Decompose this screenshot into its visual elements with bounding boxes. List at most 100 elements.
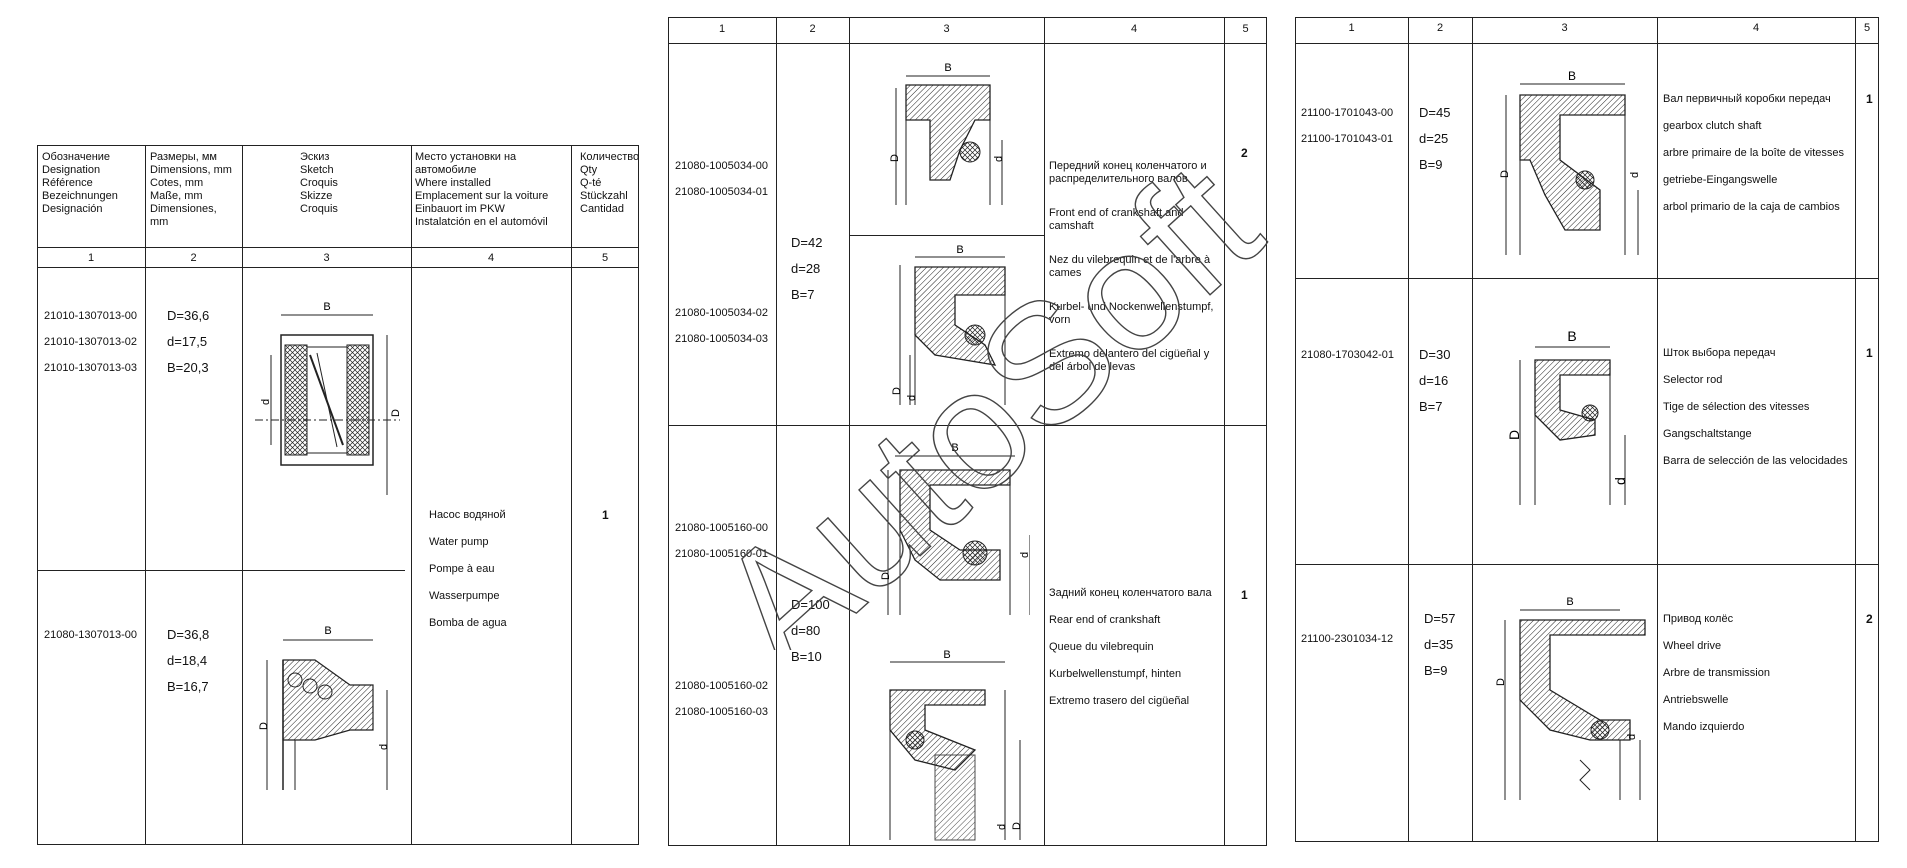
quantity: 2: [1866, 612, 1873, 626]
dim-label-d: d: [378, 744, 390, 750]
dimensions: D=100 d=80 B=10: [791, 597, 830, 664]
quantity: 1: [1241, 588, 1248, 602]
table-3: [1295, 17, 1879, 842]
part-code: 21010-1307013-02: [44, 336, 137, 348]
dim-label-d: d: [1612, 477, 1628, 485]
col-number: 4: [1752, 22, 1760, 34]
col-number: 2: [190, 252, 197, 264]
col-number: 4: [487, 252, 495, 264]
dim-label-B: B: [943, 650, 950, 661]
install-location: Насос водяной Water pump Pompe à eau Was…: [429, 509, 507, 629]
quantity: 1: [602, 508, 609, 522]
dim-label-D: D: [1500, 170, 1511, 178]
dim-label-B: B: [324, 625, 331, 637]
dimensions: D=30 d=16 B=7: [1419, 347, 1451, 414]
part-code: 21080-1703042-01: [1301, 349, 1394, 361]
part-code-list: 21080-1703042-01: [1301, 342, 1394, 368]
sketch-gearbox-shaft-seal: B D d: [1500, 70, 1641, 255]
part-code: 21080-1005034-02: [675, 307, 768, 319]
dimensions: D=36,8 d=18,4 B=16,7: [167, 627, 210, 694]
dim-label-D: D: [890, 154, 901, 162]
col-number: 3: [323, 252, 330, 264]
dim-label-D: D: [1011, 822, 1023, 830]
col-number: 1: [718, 23, 726, 35]
part-code: 21080-1005034-01: [675, 186, 768, 198]
dim-label-B: B: [323, 301, 330, 313]
dim-label-d: d: [1629, 172, 1641, 178]
sketch-selector-rod-seal: B D d: [1506, 328, 1628, 505]
header-dimensions: Размеры, мм Dimensions, mm Cotes, mm Maß…: [150, 151, 232, 228]
dim-label-D: D: [1495, 678, 1507, 686]
part-code: 21080-1005160-03: [675, 706, 768, 718]
table-2: [668, 17, 1267, 846]
part-code: 21010-1307013-03: [44, 362, 137, 374]
part-code: 21080-1307013-00: [44, 629, 137, 641]
col-number: 1: [1348, 22, 1355, 34]
col-number: 1: [87, 252, 95, 264]
dim-label-D: D: [390, 409, 402, 417]
dim-label-B: B: [1568, 70, 1576, 83]
part-code-list: 21080-1005160-00 21080-1005160-01: [675, 515, 768, 567]
part-code: 21080-1005160-01: [675, 548, 768, 560]
dimensions: D=36,6 d=17,5 B=20,3: [167, 308, 210, 375]
sketch-water-pump-bearing: B d D: [255, 301, 402, 495]
dimensions: D=57 d=35 B=9: [1424, 611, 1456, 678]
dim-label-d: d: [1019, 552, 1030, 558]
part-code: 21100-1701043-00: [1301, 107, 1394, 119]
part-code: 21100-2301034-12: [1301, 633, 1394, 645]
dim-label-d: d: [996, 824, 1008, 830]
header-quantity: Количество Qty Q-té Stückzahl Cantidad: [580, 151, 640, 215]
dimensions: D=42 d=28 B=7: [791, 235, 823, 302]
dim-label-B: B: [956, 245, 963, 256]
quantity: 1: [1866, 92, 1873, 106]
col-number: 4: [1130, 23, 1138, 35]
header-designation: Обозначение Designation Référence Bezeic…: [42, 151, 118, 215]
dim-label-B: B: [1566, 596, 1573, 608]
dim-label-B: B: [1567, 328, 1576, 344]
col-number: 2: [809, 23, 816, 35]
col-number: 5: [1863, 22, 1871, 34]
col-number: 5: [1242, 23, 1249, 35]
dim-label-d: d: [906, 395, 918, 401]
part-code: 21080-1005034-03: [675, 333, 768, 345]
dimensions: D=45 d=25 B=9: [1419, 105, 1451, 172]
install-location: Задний конец коленчатого вала Rear end o…: [1049, 587, 1212, 707]
dim-label-D: D: [891, 387, 903, 395]
part-code: 21010-1307013-00: [44, 310, 137, 322]
col-number: 3: [1561, 22, 1568, 34]
dim-label-D: D: [880, 572, 892, 580]
part-code: 21080-1005160-02: [675, 680, 768, 692]
header-where-installed: Место установки на автомобиле Where inst…: [415, 151, 549, 228]
part-code-list: 21100-1701043-00 21100-1701043-01: [1301, 100, 1393, 152]
install-location: Шток выбора передач Selector rod Tige de…: [1663, 347, 1848, 467]
sketch-front-crankshaft-seal-a: B D d: [890, 62, 1005, 205]
dim-label-D: D: [258, 722, 270, 730]
part-code-list: 21100-2301034-12: [1301, 626, 1393, 652]
part-code: 21080-1005034-00: [675, 160, 768, 172]
dim-label-B: B: [944, 62, 951, 74]
sketch-wheel-drive-seal: B D d: [1495, 596, 1646, 800]
install-location: Передний конец коленчатого и распределит…: [1049, 160, 1214, 373]
dim-label-D: D: [1506, 430, 1522, 440]
col-number: 5: [601, 252, 609, 264]
col-number: 3: [943, 23, 950, 35]
quantity: 2: [1241, 146, 1248, 160]
quantity: 1: [1866, 346, 1873, 360]
part-code: 21080-1005160-00: [675, 522, 768, 534]
table-1: [37, 145, 639, 845]
sketch-rear-crankshaft-seal-b: B d D: [889, 650, 1023, 841]
sketch-front-crankshaft-seal-b: B D d: [891, 245, 1006, 405]
dim-label-d: d: [1626, 734, 1638, 740]
dim-label-d: d: [260, 399, 272, 405]
install-location: Привод колёс Wheel drive Arbre de transm…: [1663, 613, 1770, 733]
sketch-water-pump-seal: B D d: [258, 625, 390, 790]
part-code-list: 21080-1005160-02 21080-1005160-03: [675, 673, 768, 725]
part-code-list: 21080-1005034-02 21080-1005034-03: [675, 300, 768, 352]
header-sketch: Эскиз Sketch Croquis Skizze Croquis: [300, 151, 338, 215]
sketch-rear-crankshaft-seal-a: B D d: [880, 442, 1030, 615]
col-number: 2: [1436, 22, 1444, 34]
install-location: Вал первичный коробки передач gearbox cl…: [1663, 93, 1844, 213]
part-code: 21100-1701043-01: [1301, 133, 1394, 145]
dim-label-B: B: [951, 442, 958, 454]
part-code-list: 21080-1307013-00: [44, 622, 137, 648]
